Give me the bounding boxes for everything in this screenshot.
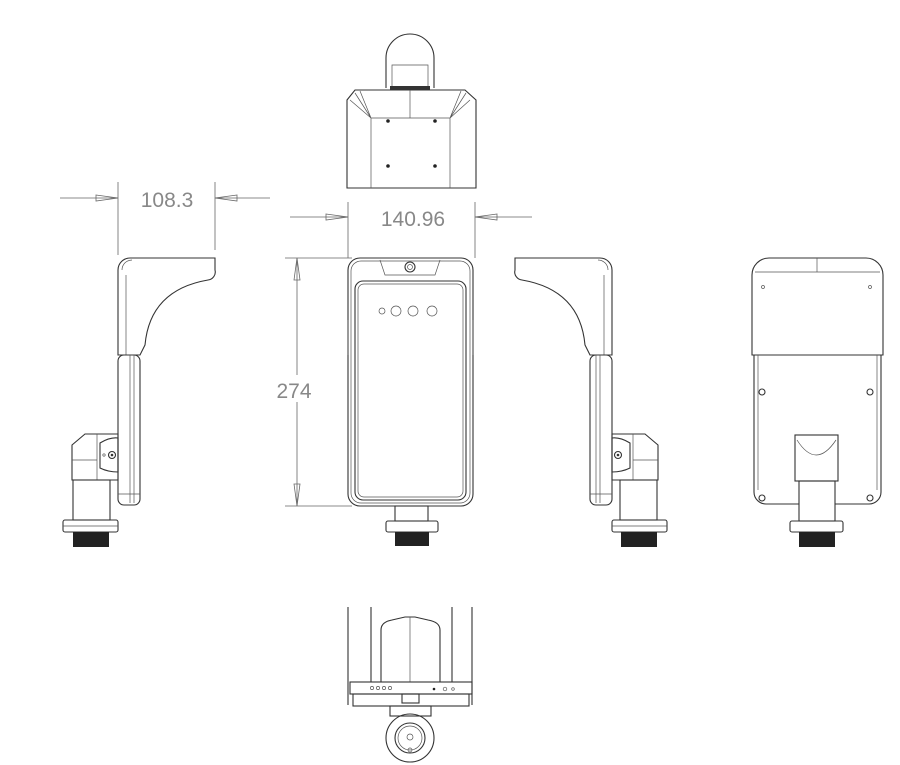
back-view: [751, 257, 884, 547]
dimension-label-front-width: 140.96: [381, 208, 445, 231]
sensor-icon: [407, 305, 419, 317]
dimension-front-width: 140.96: [290, 202, 532, 258]
left-side-view: [62, 257, 216, 547]
bottom-view: [347, 607, 473, 763]
sensor-icon: [378, 307, 386, 315]
dimension-front-height: 274: [276, 257, 352, 507]
front-view: [347, 257, 474, 546]
right-side-view: [514, 257, 668, 547]
sensor-icon: [390, 305, 402, 317]
dimension-label-side-depth: 108.3: [141, 189, 194, 212]
dimension-side-depth: 108.3: [60, 182, 270, 255]
dimension-label-front-height: 274: [276, 380, 311, 403]
sensor-icon: [426, 305, 438, 317]
top-knob: [385, 33, 435, 88]
camera-icon: [404, 261, 416, 273]
top-view: [346, 33, 477, 189]
